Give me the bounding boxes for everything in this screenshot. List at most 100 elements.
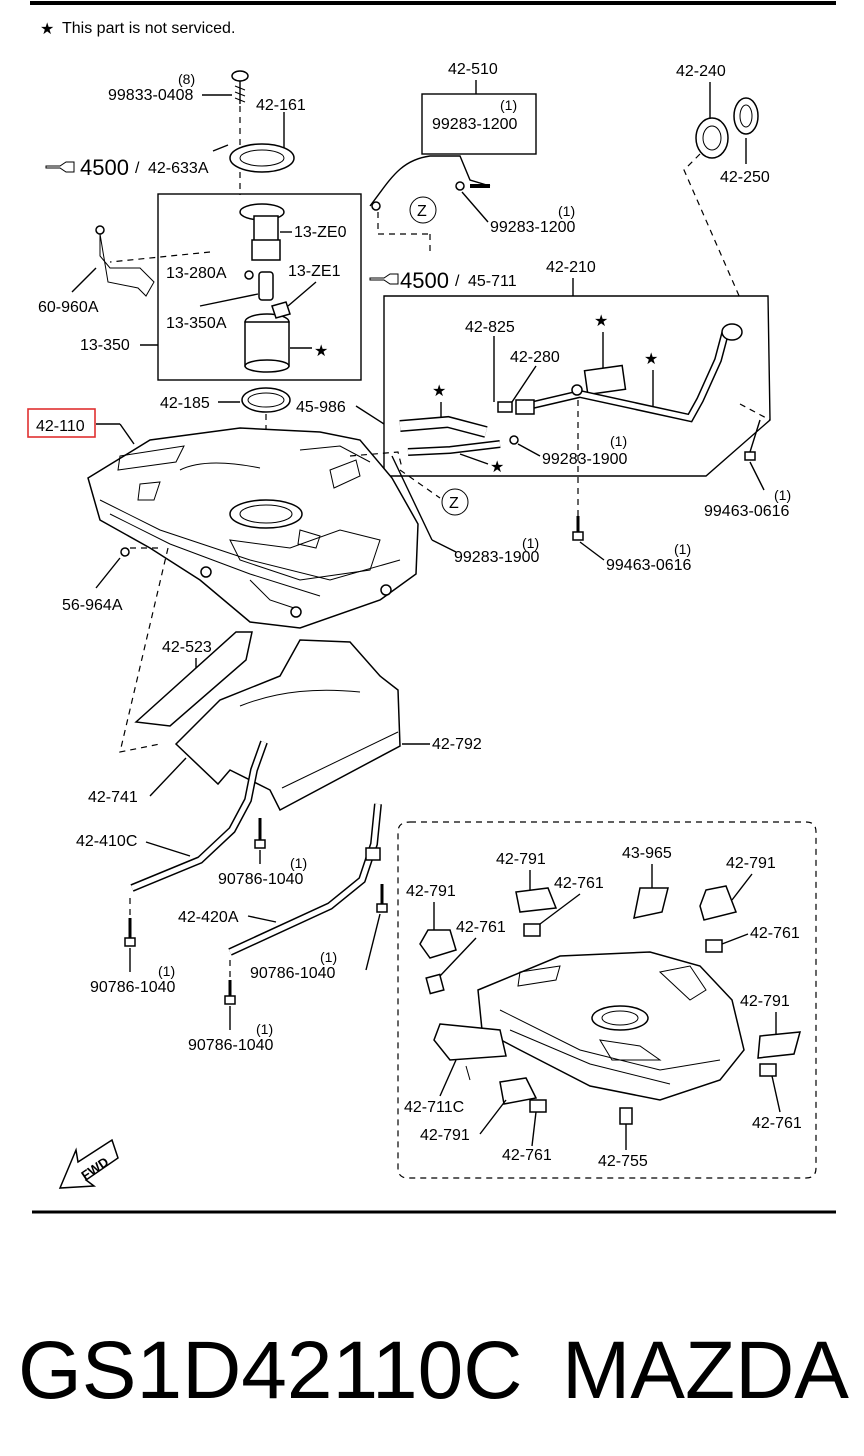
fwd-arrow-icon: FWD bbox=[58, 1138, 119, 1189]
callout-13-ze1[interactable]: 13-ZE1 bbox=[288, 263, 341, 280]
qty-99463-0616-b: (1) bbox=[674, 541, 691, 557]
callout-42-510[interactable]: 42-510 bbox=[448, 61, 498, 78]
callout-42-761-c[interactable]: 42-761 bbox=[750, 925, 800, 942]
callout-42-210[interactable]: 42-210 bbox=[546, 259, 596, 276]
callout-60-960a[interactable]: 60-960A bbox=[38, 299, 99, 316]
callout-42-250[interactable]: 42-250 bbox=[720, 169, 770, 186]
qty-99283-1900-a: (1) bbox=[610, 433, 627, 449]
callout-42-755[interactable]: 42-755 bbox=[598, 1153, 648, 1170]
callout-42-792[interactable]: 42-792 bbox=[432, 736, 482, 753]
qty-90786-1040-a: (1) bbox=[290, 855, 307, 871]
callout-42-110[interactable]: 42-110 bbox=[36, 418, 85, 435]
sender-bracket-60-960a bbox=[95, 225, 155, 297]
filler-cap-42-240 bbox=[695, 117, 729, 159]
screw-99833 bbox=[231, 70, 249, 104]
callout-99283-1900-a[interactable]: 99283-1900 bbox=[542, 451, 628, 468]
pad-42-791-b bbox=[515, 887, 558, 913]
callout-42-761-e[interactable]: 42-761 bbox=[752, 1115, 802, 1132]
pad-42-791-e bbox=[499, 1077, 538, 1105]
ref-4500-a[interactable]: 4500 bbox=[80, 155, 129, 180]
callout-13-350a[interactable]: 13-350A bbox=[166, 315, 227, 332]
ref-45-711[interactable]: 45-711 bbox=[468, 273, 517, 290]
callout-42-825[interactable]: 42-825 bbox=[465, 319, 515, 336]
star-breather-hose: ★ bbox=[490, 459, 504, 476]
svg-text:/: / bbox=[135, 160, 140, 177]
fuel-tank-detail bbox=[477, 951, 745, 1101]
callout-42-420a[interactable]: 42-420A bbox=[178, 909, 239, 926]
note-star-icon: ★ bbox=[40, 21, 54, 38]
star-42-210: ★ bbox=[594, 313, 608, 330]
qty-99833: (8) bbox=[178, 71, 195, 87]
tank-strap-42-420a bbox=[228, 803, 382, 956]
not-serviced-note: This part is not serviced. bbox=[62, 20, 235, 37]
callout-99833-0408[interactable]: 99833-0408 bbox=[108, 87, 194, 104]
callout-13-350[interactable]: 13-350 bbox=[80, 337, 130, 354]
callout-90786-1040-a[interactable]: 90786-1040 bbox=[218, 871, 304, 888]
clip-56-964a bbox=[120, 547, 130, 557]
qty-99463-0616-a: (1) bbox=[774, 487, 791, 503]
z-marker-top bbox=[409, 196, 437, 224]
callout-42-791-c[interactable]: 42-791 bbox=[726, 855, 776, 872]
callout-99283-1200-b[interactable]: 99283-1200 bbox=[490, 219, 576, 236]
callout-45-986[interactable]: 45-986 bbox=[296, 399, 346, 416]
callout-42-791-d[interactable]: 42-791 bbox=[740, 993, 790, 1010]
callout-42-711c[interactable]: 42-711C bbox=[404, 1099, 464, 1116]
bolt-90786-1040-c bbox=[376, 884, 388, 913]
fuel-pump-box bbox=[157, 193, 362, 381]
insulator-42-711c bbox=[433, 1023, 507, 1061]
callout-99463-0616-a[interactable]: 99463-0616 bbox=[704, 503, 790, 520]
callout-42-761-a[interactable]: 42-761 bbox=[554, 875, 604, 892]
filler-hose bbox=[399, 415, 501, 456]
callout-90786-1040-d[interactable]: 90786-1040 bbox=[188, 1037, 274, 1054]
qty-99283-1200-b: (1) bbox=[558, 203, 575, 219]
z-marker-bottom bbox=[441, 488, 469, 516]
insulator-detail-box bbox=[397, 821, 817, 1179]
callout-42-791-b[interactable]: 42-791 bbox=[406, 883, 456, 900]
callout-42-741[interactable]: 42-741 bbox=[88, 789, 138, 806]
callout-42-410c[interactable]: 42-410C bbox=[76, 833, 137, 850]
tank-strap-42-410c bbox=[130, 740, 268, 892]
qty-90786-1040-c: (1) bbox=[320, 949, 337, 965]
bolt-90786-1040-a bbox=[254, 818, 266, 849]
bolt-99463-0616-b bbox=[572, 516, 584, 541]
filler-pipe-42-210 bbox=[497, 323, 743, 423]
filler-lid-42-250 bbox=[733, 97, 759, 135]
filler-neck-box bbox=[383, 295, 771, 477]
heat-insulator-42-792 bbox=[174, 639, 401, 812]
star-filler-pipe: ★ bbox=[644, 351, 658, 368]
callout-42-761-b[interactable]: 42-761 bbox=[456, 919, 506, 936]
callout-42-280[interactable]: 42-280 bbox=[510, 349, 560, 366]
callout-43-965[interactable]: 43-965 bbox=[622, 845, 672, 862]
qty-99283-1200-a: (1) bbox=[500, 97, 517, 113]
callout-42-523[interactable]: 42-523 bbox=[162, 639, 212, 656]
heat-insulator-42-523 bbox=[134, 631, 253, 727]
callout-42-791-e[interactable]: 42-791 bbox=[420, 1127, 470, 1144]
callout-90786-1040-b[interactable]: 90786-1040 bbox=[90, 979, 176, 996]
callout-56-964a[interactable]: 56-964A bbox=[62, 597, 123, 614]
bolt-90786-1040-d bbox=[224, 960, 236, 1005]
callout-42-240[interactable]: 42-240 bbox=[676, 63, 726, 80]
callout-42-761-d[interactable]: 42-761 bbox=[502, 1147, 552, 1164]
callout-42-791-a[interactable]: 42-791 bbox=[496, 851, 546, 868]
pad-42-791-c bbox=[699, 885, 738, 921]
qty-90786-1040-b: (1) bbox=[158, 963, 175, 979]
brand-name: MAZDA bbox=[562, 1325, 849, 1416]
fuel-tank-42-110 bbox=[87, 427, 419, 629]
hand-pointer-icon bbox=[45, 161, 75, 173]
callout-99463-0616-b[interactable]: 99463-0616 bbox=[606, 557, 692, 574]
callout-13-ze0[interactable]: 13-ZE0 bbox=[294, 224, 347, 241]
callout-13-280a[interactable]: 13-280A bbox=[166, 265, 227, 282]
part-number: GS1D42110C bbox=[18, 1325, 522, 1416]
qty-90786-1040-d: (1) bbox=[256, 1021, 273, 1037]
highlight-42-110 bbox=[27, 408, 96, 438]
ref-4500-b[interactable]: 4500 bbox=[400, 268, 449, 293]
callout-99283-1900-b[interactable]: 99283-1900 bbox=[454, 549, 540, 566]
callout-90786-1040-c[interactable]: 90786-1040 bbox=[250, 965, 336, 982]
callout-42-185[interactable]: 42-185 bbox=[160, 395, 210, 412]
callout-99283-1200-a[interactable]: 99283-1200 bbox=[432, 116, 518, 133]
ref-42-633a[interactable]: 42-633A bbox=[148, 160, 209, 177]
hand-pointer-icon-2 bbox=[369, 273, 399, 285]
pad-42-791-d bbox=[757, 1031, 802, 1059]
retainer-ring-42-161 bbox=[229, 143, 295, 173]
callout-42-161[interactable]: 42-161 bbox=[256, 97, 306, 114]
